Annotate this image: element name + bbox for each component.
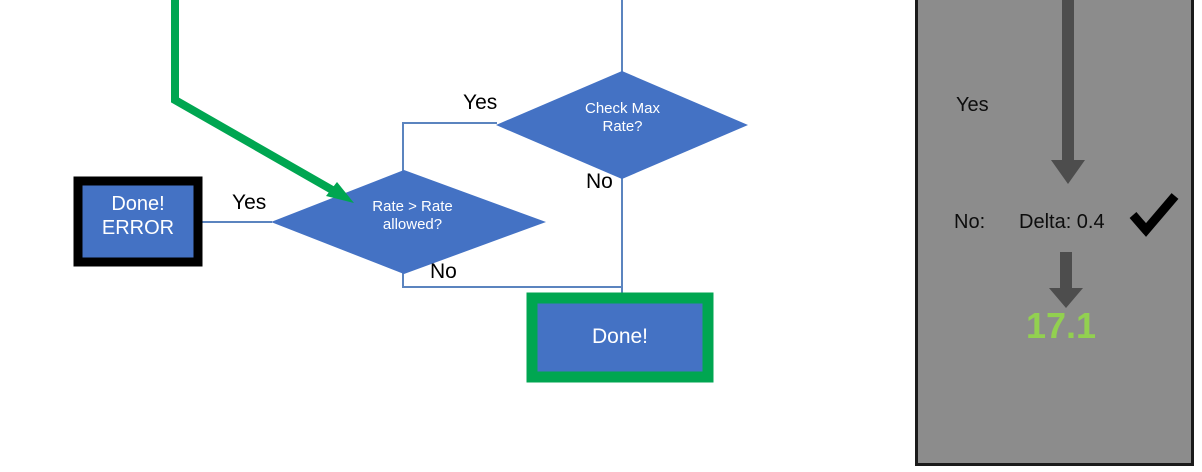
connector-yes-top xyxy=(402,122,497,172)
panel-delta-value: Delta: 0.4 xyxy=(1019,211,1105,233)
highlight-arrowhead-green xyxy=(326,182,354,203)
process-done[interactable] xyxy=(526,292,714,383)
decision-check-max-rate[interactable] xyxy=(496,71,748,179)
process-done-error[interactable] xyxy=(73,176,203,267)
result-panel: Yes No: Delta: 0.4 17.1 xyxy=(915,0,1194,466)
highlight-path-green xyxy=(171,0,343,199)
arrow-down-short xyxy=(1049,252,1083,308)
edge-label-yes-left: Yes xyxy=(232,191,267,214)
panel-no-label: No: xyxy=(954,211,986,233)
check-mark-icon xyxy=(1129,193,1179,237)
edge-label-no-bottom: No xyxy=(430,260,457,283)
edge-label-no-right: No xyxy=(586,170,613,193)
arrow-down-long xyxy=(1051,0,1085,184)
panel-yes-label: Yes xyxy=(956,94,989,116)
decision-rate-greater-than-allowed[interactable] xyxy=(271,170,546,274)
result-panel-graphics xyxy=(1049,0,1179,308)
edge-label-yes-top: Yes xyxy=(463,91,498,114)
connector-no-bottom xyxy=(402,272,622,288)
panel-result-value: 17.1 xyxy=(1026,305,1097,346)
